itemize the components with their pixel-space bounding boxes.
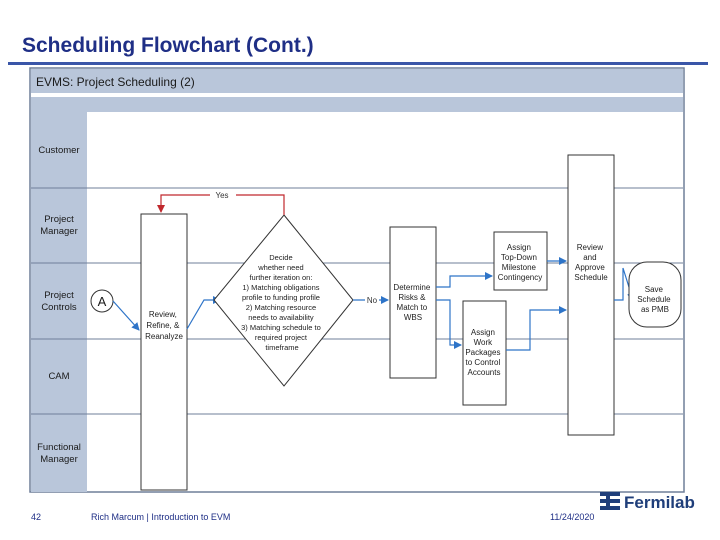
decision-line: 2) Matching resource [246,303,316,312]
arrow-a-to-review [112,300,140,331]
assign-work-packages-box [462,300,507,406]
decision-line: 1) Matching obligations [242,283,319,292]
assign-work-line: to Control [466,358,501,367]
decision-line: further iteration on: [249,273,312,282]
assign-work-line: Accounts [468,368,501,377]
slide-title: Scheduling Flowchart (Cont.) [22,34,314,57]
determine-line: Determine [393,283,430,292]
lane-label-column [31,112,87,492]
lane-label-customer: Customer [38,145,79,156]
determine-risks-text: Determine Risks & Match to WBS [393,283,432,322]
review-approve-line: and [583,253,596,262]
arrow-determine-to-milestone [436,272,493,288]
review-refine-line-1: Review, [149,310,177,319]
lane-label-cam: CAM [48,371,69,382]
lane-label-line: Functional [37,442,81,453]
save-schedule-line: Schedule [637,295,671,304]
determine-line: Match to [397,303,428,312]
decision-line: profile to funding profile [242,293,320,302]
assign-milestone-text: Assign Top-Down Milestone Contingency [498,243,542,282]
fermilab-logo: Fermilab [600,488,712,514]
footer-author: Rich Marcum | Introduction to EVM [91,512,231,522]
lane-label-line: Manager [40,454,78,465]
no-label-bg [365,294,379,305]
lane-label-line: Project [44,290,74,301]
determine-risks-box [389,226,437,379]
diagram-subheader-bar [31,97,683,112]
arrow-review-to-save [614,267,635,301]
determine-line: WBS [404,313,422,322]
assign-work-line: Assign [471,328,495,337]
review-approve-text: Review and Approve Schedule [574,243,608,282]
assign-milestone-line: Assign [507,243,531,252]
review-approve-line: Schedule [574,273,608,282]
review-refine-line-3: Reanalyze [145,332,183,341]
determine-line: Risks & [398,293,426,302]
arrow-work-packages-to-review [506,306,567,351]
save-schedule-line: Save [645,285,664,294]
title-underline [8,62,708,65]
assign-milestone-line: Top-Down [501,253,537,262]
decision-diamond [213,214,354,387]
review-approve-box [567,154,615,436]
lane-label-line: Manager [40,226,78,237]
review-refine-text: Review, Refine, & Reanalyze [145,310,183,341]
connector-a-label: A [98,294,107,309]
lane-label-line: Controls [41,302,77,313]
fermilab-logo-icon: Fermilab [600,492,695,512]
footer-date: 11/24/2020 [550,512,595,522]
decision-line: required project [255,333,308,342]
decision-line: needs to availability [248,313,314,322]
page-number: 42 [31,512,42,522]
assign-milestone-box [493,231,548,291]
lane-label-line: Project [44,214,74,225]
decision-line: whether need [257,263,303,272]
no-label: No [367,296,378,305]
yes-label-bg [210,189,236,200]
arrow-determine-to-work-packages [436,299,462,349]
save-schedule-line: as PMB [641,305,669,314]
assign-work-line: Work [474,338,494,347]
decision-line: timeframe [265,343,298,352]
logo-text: Fermilab [624,493,695,512]
save-schedule-terminator [628,261,682,328]
assign-work-line: Packages [465,348,500,357]
assign-work-packages-text: Assign Work Packages to Control Accounts [465,328,502,377]
review-refine-box [140,213,188,491]
assign-milestone-line: Contingency [498,273,542,282]
review-approve-line: Review [577,243,603,252]
decision-line: Decide [269,253,292,262]
diagram-header: EVMS: Project Scheduling (2) [36,75,195,89]
save-schedule-text: Save Schedule as PMB [637,285,673,314]
decision-line: 3) Matching schedule to [241,323,321,332]
assign-milestone-line: Milestone [502,263,537,272]
diagram-header-bar [31,69,683,93]
review-approve-line: Approve [575,263,605,272]
yes-label: Yes [215,191,228,200]
decision-text: Decide whether need further iteration on… [241,253,323,352]
review-refine-line-2: Refine, & [146,321,180,330]
